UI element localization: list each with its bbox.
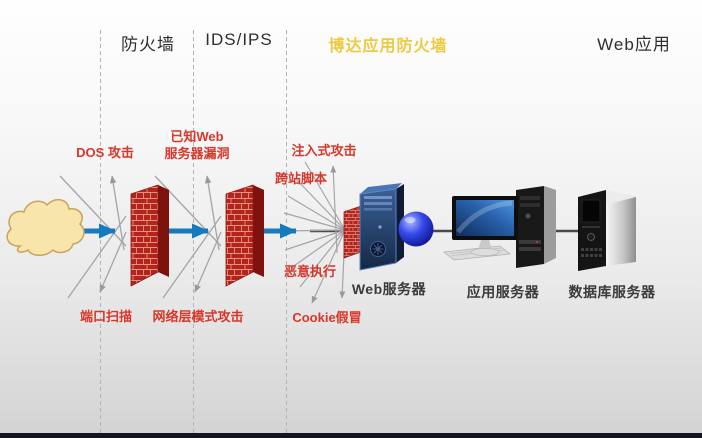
attack-label-port-scan: 端口扫描 bbox=[79, 309, 133, 324]
attack-label-known-web-vuln-line1: 已知Web bbox=[170, 129, 224, 144]
zone-label-web-app: Web应用 bbox=[597, 35, 671, 54]
attack-label-known-web-vuln: 已知Web 服务器漏洞 bbox=[164, 128, 229, 162]
attack-label-known-web-vuln-line2: 服务器漏洞 bbox=[164, 146, 230, 161]
attack-label-cookie-forgery: Cookie假冒 bbox=[292, 310, 362, 325]
server-label-web: Web服务器 bbox=[351, 281, 427, 297]
attack-label-xss: 跨站脚本 bbox=[274, 171, 328, 186]
web-server-tower-icon bbox=[359, 183, 404, 271]
globe-sphere-icon bbox=[398, 211, 434, 247]
db-server-tower-icon bbox=[578, 190, 636, 271]
firewall-brick-wall-icon bbox=[130, 184, 169, 287]
attack-label-network-layer: 网络层模式攻击 bbox=[152, 309, 244, 324]
server-label-db: 数据库服务器 bbox=[568, 284, 656, 300]
server-label-app: 应用服务器 bbox=[466, 284, 540, 300]
zone-label-ids-ips: IDS/IPS bbox=[205, 30, 273, 49]
app-server-desktop-icon bbox=[442, 186, 556, 268]
internet-cloud-icon bbox=[6, 198, 85, 256]
zone-label-firewall: 防火墙 bbox=[121, 35, 175, 54]
ids-deflected-attack-arrows bbox=[154, 175, 222, 299]
zone-label-waf: 博达应用防火墙 bbox=[328, 38, 448, 55]
attack-label-injection: 注入式攻击 bbox=[291, 143, 357, 158]
attack-label-malicious-exec: 恶意执行 bbox=[283, 264, 337, 279]
attack-label-dos: DOS 攻击 bbox=[76, 145, 134, 160]
ids-ips-brick-wall-icon bbox=[225, 184, 264, 287]
bottom-edge-bar bbox=[0, 433, 702, 438]
